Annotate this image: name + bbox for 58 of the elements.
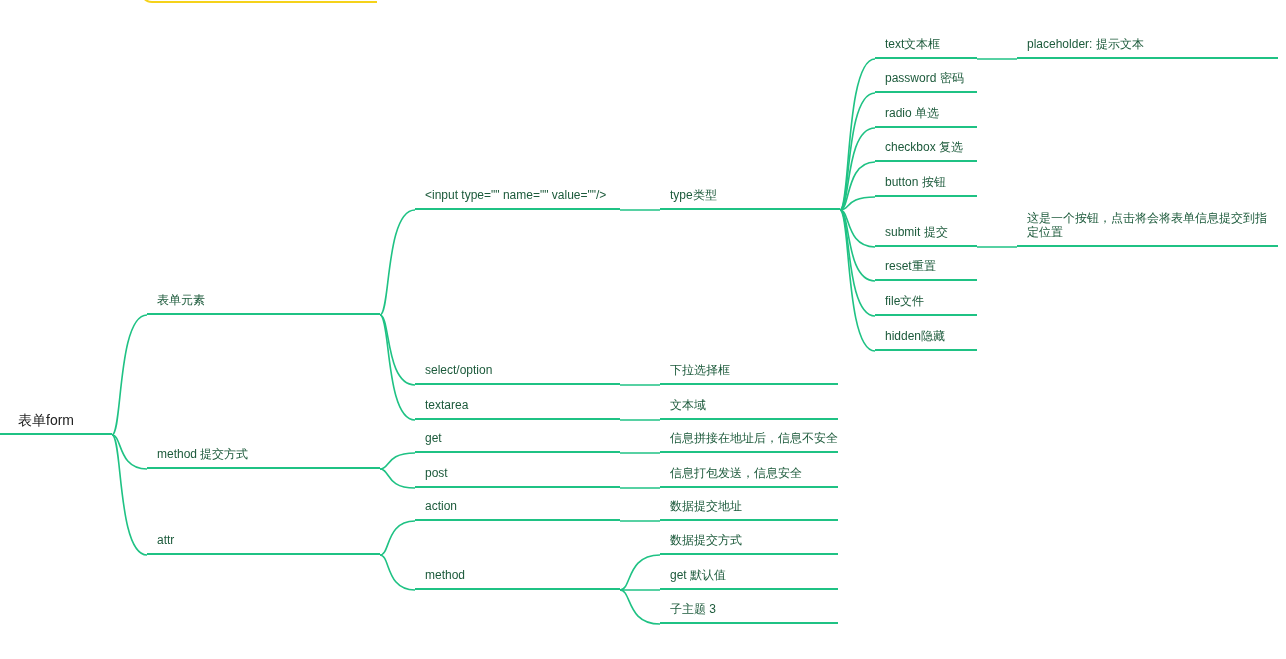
topic-label: 表单元素	[157, 293, 205, 307]
branch-line	[619, 487, 661, 489]
topic-label: 文本域	[670, 398, 706, 412]
branch-line	[619, 589, 661, 625]
topic-label: textarea	[425, 398, 469, 412]
topic-label: radio 单选	[885, 106, 940, 120]
branch-line	[839, 161, 876, 211]
topic-label: 数据提交方式	[670, 533, 742, 547]
topic-label: action	[425, 499, 458, 513]
topic-label: button 按钮	[885, 175, 946, 189]
branch-line	[976, 246, 1018, 248]
branch-line	[379, 314, 416, 421]
topic-label: text文本框	[885, 37, 941, 51]
branch-line	[619, 554, 661, 591]
topic-label: hidden隐藏	[885, 329, 946, 343]
branch-line	[111, 314, 148, 436]
branch-line	[111, 434, 148, 470]
topic-label: 下拉选择框	[670, 363, 730, 377]
branch-line	[379, 520, 416, 556]
branch-line	[839, 92, 876, 211]
branch-line	[379, 452, 416, 470]
topic-label: 这是一个按钮，点击将会将表单信息提交到指定位置	[1027, 211, 1268, 239]
branch-line	[619, 520, 661, 522]
topic-label: 数据提交地址	[670, 499, 742, 513]
branch-line	[619, 384, 661, 386]
topic-label: attr	[157, 533, 175, 547]
topic-label: post	[425, 466, 448, 480]
topic-label: 信息打包发送，信息安全	[670, 466, 802, 480]
branch-line	[379, 209, 416, 316]
branch-line	[839, 209, 876, 317]
topic-label: checkbox 复选	[885, 140, 964, 154]
branch-line	[619, 589, 661, 591]
topic-label: 子主题 3	[670, 602, 716, 616]
branch-line	[619, 419, 661, 421]
topic-label: <input type="" name="" value=""/>	[425, 188, 607, 202]
branch-line	[619, 209, 661, 211]
branch-line	[839, 196, 876, 211]
topic-label: password 密码	[885, 71, 964, 85]
branch-line	[379, 554, 416, 591]
branch-line	[111, 434, 148, 556]
topic-label: get	[425, 431, 442, 445]
topic-label: type类型	[670, 188, 717, 202]
topic-label: method	[425, 568, 466, 582]
branch-line	[976, 58, 1018, 60]
branch-line	[839, 209, 876, 248]
topic-label: submit 提交	[885, 225, 948, 239]
topic-label: placeholder: 提示文本	[1027, 37, 1144, 51]
topic-label: 信息拼接在地址后，信息不安全	[670, 431, 838, 445]
branch-line	[619, 452, 661, 454]
topic-label: method 提交方式	[157, 447, 249, 461]
topic-label: file文件	[885, 294, 925, 308]
topic-label: select/option	[425, 363, 493, 377]
topic-label: 表单form	[18, 413, 74, 427]
branch-line	[379, 468, 416, 489]
branch-line	[839, 127, 876, 211]
topic-label: get 默认值	[670, 568, 726, 582]
branch-line	[839, 209, 876, 352]
topic-label: reset重置	[885, 259, 936, 273]
